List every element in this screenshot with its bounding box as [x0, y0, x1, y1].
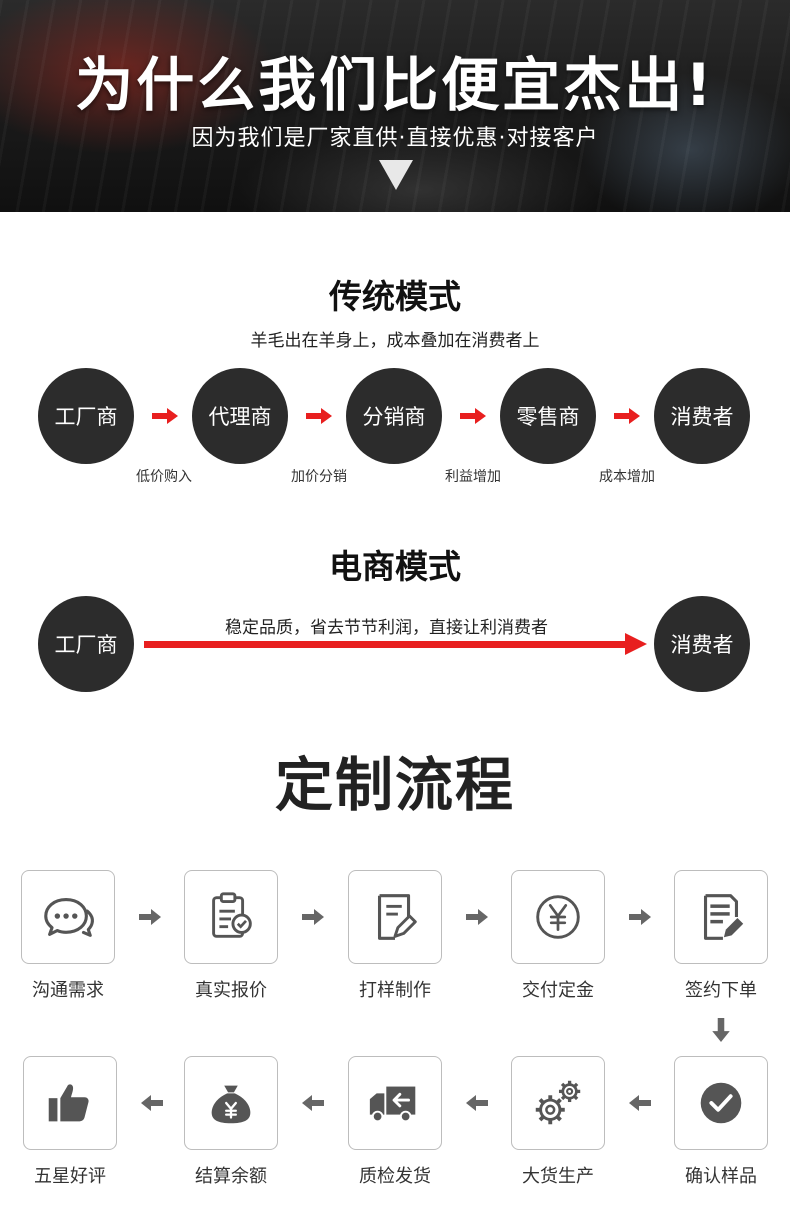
chain-note-4: 成本增加 [599, 469, 655, 485]
arrow-down-icon [712, 1018, 730, 1042]
thumbs-up-icon [48, 1084, 89, 1122]
check-circle-icon [700, 1082, 742, 1124]
sample-edit-icon [377, 894, 417, 940]
step-label: 真实报价 [195, 980, 267, 1001]
step-label: 大货生产 [522, 1166, 594, 1187]
chain-node-consumer: 消费者 [654, 368, 750, 464]
chain-node-agent: 代理商 [192, 368, 288, 464]
ecommerce-node-factory: 工厂商 [38, 596, 134, 692]
delivery-truck-icon [369, 1086, 416, 1123]
traditional-subtitle: 羊毛出在羊身上，成本叠加在消费者上 [250, 331, 540, 351]
chain-node-retailer: 零售商 [500, 368, 596, 464]
arrow-left-icon [302, 1095, 324, 1111]
step-label: 交付定金 [522, 980, 594, 1001]
triangle-down-icon [379, 160, 413, 190]
hero-banner: 为什么我们比便宜杰出! 因为我们是厂家直供·直接优惠·对接客户 [0, 0, 790, 212]
chain-node-distributor: 分销商 [346, 368, 442, 464]
step-sample [348, 870, 442, 964]
gears-icon [535, 1080, 581, 1125]
yen-coin-icon [536, 895, 580, 939]
step-production [511, 1056, 605, 1150]
step-inspection-ship [348, 1056, 442, 1150]
arrow-right-icon [466, 909, 488, 925]
arrow-head-icon [625, 633, 647, 655]
contract-pen-icon [703, 894, 744, 940]
step-label: 五星好评 [34, 1166, 106, 1187]
traditional-title: 传统模式 [329, 277, 461, 316]
step-communicate [21, 870, 115, 964]
chain-note-3: 利益增加 [445, 469, 501, 485]
step-five-star [23, 1056, 117, 1150]
arrow-right-icon [302, 909, 324, 925]
ecommerce-title: 电商模式 [329, 547, 461, 586]
step-label: 确认样品 [685, 1166, 757, 1187]
red-arrow-icon [614, 408, 640, 424]
chat-bubbles-icon [44, 898, 94, 937]
chain-note-2: 加价分销 [291, 469, 347, 485]
arrow-left-icon [629, 1095, 651, 1111]
step-label: 沟通需求 [32, 980, 104, 1001]
step-deposit [511, 870, 605, 964]
step-settle-balance [184, 1056, 278, 1150]
step-confirm-sample [674, 1056, 768, 1150]
arrow-right-icon [629, 909, 651, 925]
arrow-left-icon [141, 1095, 163, 1111]
ecommerce-node-consumer: 消费者 [654, 596, 750, 692]
ecommerce-line-label: 稳定品质，省去节节利润，直接让利消费者 [225, 618, 548, 638]
red-arrow-icon [306, 408, 332, 424]
arrow-right-icon [139, 909, 161, 925]
step-label: 结算余额 [195, 1166, 267, 1187]
money-bag-icon [211, 1085, 251, 1124]
step-contract [674, 870, 768, 964]
red-arrow-icon [152, 408, 178, 424]
chain-node-factory: 工厂商 [38, 368, 134, 464]
direct-line [144, 641, 629, 648]
red-arrow-icon [460, 408, 486, 424]
arrow-left-icon [466, 1095, 488, 1111]
hero-title: 为什么我们比便宜杰出! [75, 51, 715, 119]
chain-note-1: 低价购入 [136, 469, 192, 485]
step-label: 打样制作 [359, 980, 431, 1001]
step-quote [184, 870, 278, 964]
step-label: 质检发货 [359, 1166, 431, 1187]
hero-subtitle: 因为我们是厂家直供·直接优惠·对接客户 [191, 126, 599, 151]
clipboard-check-icon [212, 892, 252, 938]
process-title: 定制流程 [274, 751, 515, 819]
step-label: 签约下单 [685, 980, 757, 1001]
